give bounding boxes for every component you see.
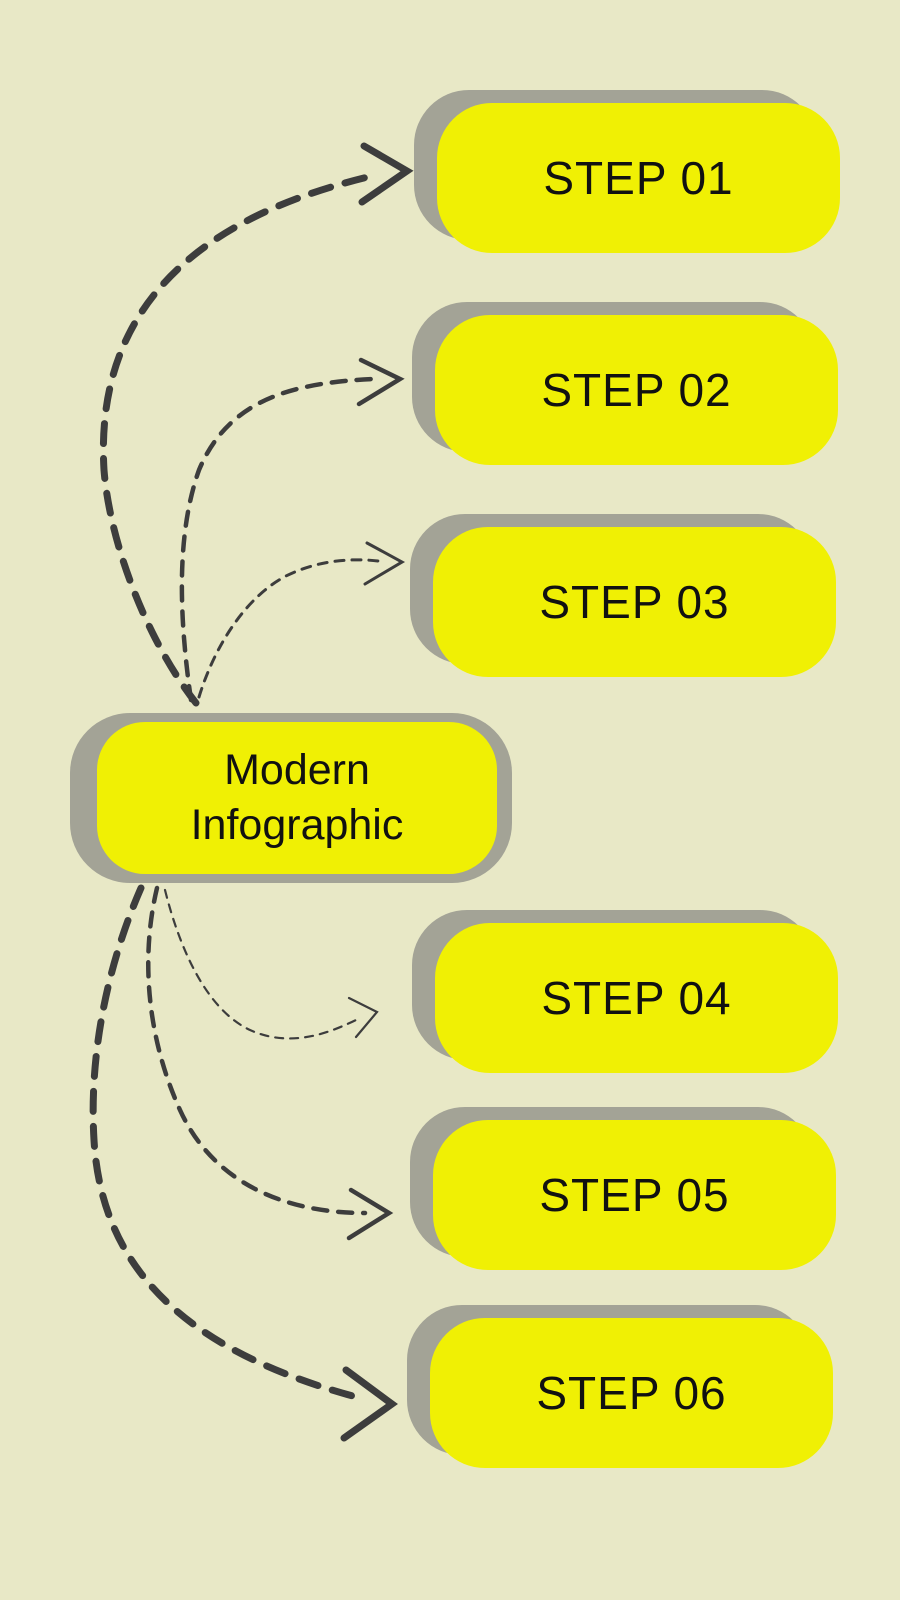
arrowhead-step-3-icon xyxy=(363,541,406,586)
node-face: STEP 05 xyxy=(433,1120,836,1270)
step-node-1: STEP 01 xyxy=(414,90,840,253)
arrow-to-step-4 xyxy=(163,888,362,1040)
step-label: STEP 01 xyxy=(543,152,734,204)
node-face: STEP 02 xyxy=(435,315,838,465)
node-face: STEP 06 xyxy=(430,1318,833,1468)
arrow-to-step-2 xyxy=(179,376,375,703)
step-node-3: STEP 03 xyxy=(410,514,836,677)
arrow-to-step-6 xyxy=(89,884,364,1402)
node-face: STEP 01 xyxy=(437,103,840,253)
step-label: STEP 06 xyxy=(536,1367,727,1419)
arrowhead-step-2-icon xyxy=(356,357,405,407)
step-label: STEP 02 xyxy=(541,364,732,416)
arrow-to-step-1 xyxy=(99,172,376,707)
step-label: STEP 04 xyxy=(541,972,732,1024)
node-face: STEP 04 xyxy=(435,923,838,1073)
arrowhead-step-1-icon xyxy=(358,142,414,206)
step-label: STEP 05 xyxy=(539,1169,730,1221)
step-node-5: STEP 05 xyxy=(410,1107,836,1270)
center-node: Modern Infographic xyxy=(70,713,512,883)
arrowhead-step-5-icon xyxy=(346,1187,394,1241)
step-label: STEP 03 xyxy=(539,576,730,628)
step-node-6: STEP 06 xyxy=(407,1305,833,1468)
arrowhead-step-6-icon xyxy=(340,1366,398,1442)
node-face: STEP 03 xyxy=(433,527,836,677)
step-node-2: STEP 02 xyxy=(412,302,838,465)
arrow-to-step-5 xyxy=(146,885,368,1216)
arrow-to-step-3 xyxy=(197,558,380,699)
center-title-line-2: Infographic xyxy=(190,801,404,849)
center-title-line-1: Modern xyxy=(224,745,370,794)
node-face: Modern Infographic xyxy=(97,722,497,874)
step-node-4: STEP 04 xyxy=(412,910,838,1073)
arrowhead-step-4-icon xyxy=(347,996,379,1039)
